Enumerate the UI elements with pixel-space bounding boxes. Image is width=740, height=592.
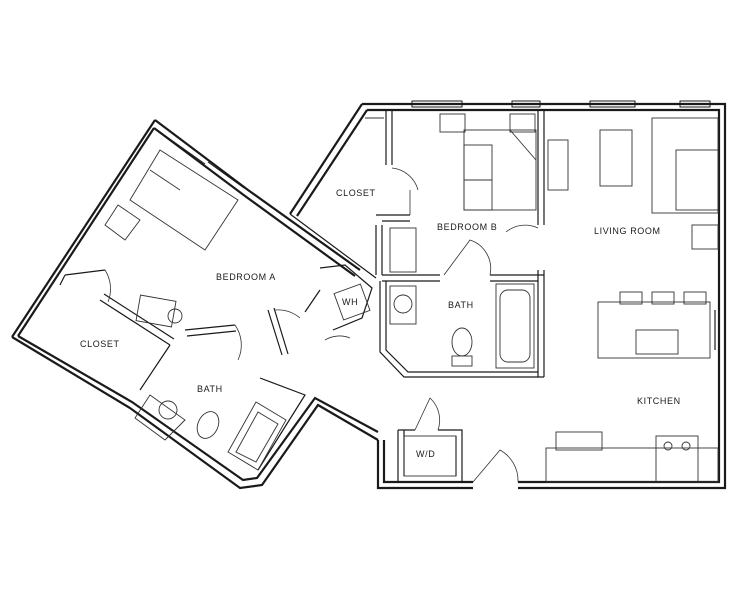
toilet-a — [196, 411, 220, 439]
living-room-label: LIVING ROOM — [594, 226, 661, 236]
bedroom-a-label: BEDROOM A — [216, 272, 276, 282]
tv-console — [547, 139, 569, 191]
windows — [159, 100, 711, 189]
bath-a-door — [234, 324, 242, 361]
desk-b — [389, 227, 417, 273]
closet-door — [391, 167, 419, 191]
wh-label: WH — [342, 297, 358, 307]
kitchen-counter — [545, 447, 719, 483]
kitchen-island — [597, 301, 711, 359]
bath-a-label: BATH — [197, 384, 223, 394]
kitchen-label: KITCHEN — [637, 396, 681, 406]
bedroom-b-door — [505, 224, 539, 233]
sectional-sofa — [651, 117, 719, 214]
bath-b-door — [443, 239, 492, 276]
interior-walls — [59, 110, 720, 482]
exterior-walls — [11, 102, 727, 490]
washer-dryer — [403, 435, 457, 477]
bedroom-a-closet-door — [104, 269, 111, 303]
wd-door — [414, 397, 441, 431]
bed-a — [129, 149, 239, 251]
closet-top-label: CLOSET — [336, 188, 376, 198]
vanity-a — [134, 394, 186, 441]
fixtures — [104, 113, 719, 483]
entry-door — [472, 449, 519, 483]
range — [655, 435, 699, 483]
wh-door — [324, 335, 351, 341]
bathtub-b — [495, 283, 535, 369]
side-chair — [691, 224, 719, 250]
desk-a — [135, 294, 177, 328]
closet-left-label: CLOSET — [80, 339, 120, 349]
bathtub-a — [227, 401, 287, 471]
bed-b — [463, 129, 537, 211]
vanity-b — [389, 285, 417, 325]
bedroom-a-door — [274, 309, 301, 319]
doors — [104, 167, 539, 483]
coffee-table — [599, 129, 633, 187]
bedroom-b-label: BEDROOM B — [437, 222, 497, 232]
toilet-b — [451, 327, 473, 357]
water-heater — [333, 283, 371, 321]
island-sink — [635, 329, 679, 355]
wd-label: W/D — [416, 449, 435, 459]
bath-b-label: BATH — [448, 300, 474, 310]
